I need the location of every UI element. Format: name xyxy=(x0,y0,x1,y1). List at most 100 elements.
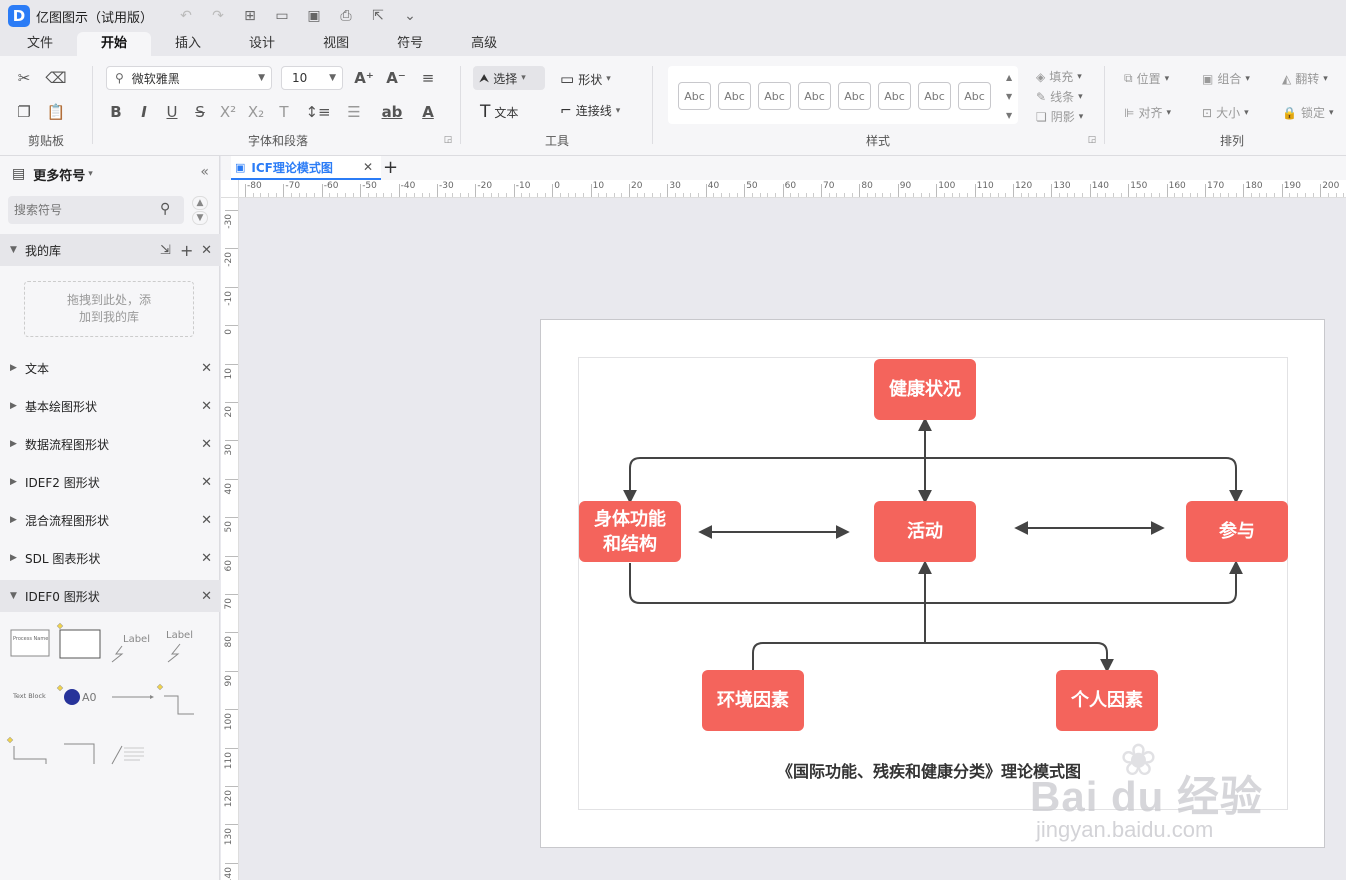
drawing-canvas[interactable]: 健康状况 身体功能 和结构 活动 参与 环境因素 个人因素 《国际功能、残疾和健… xyxy=(239,198,1346,880)
bullet-list-icon[interactable]: ☰ xyxy=(347,103,361,121)
category-mixed-flowchart-shapes[interactable]: ▶ 混合流程图形状 ✕ xyxy=(0,504,220,536)
node-activity[interactable]: 活动 xyxy=(874,501,976,562)
category-idef2-shapes[interactable]: ▶ IDEF2 图形状 ✕ xyxy=(0,466,220,498)
style-swatch-4[interactable]: Abc xyxy=(798,82,831,110)
line-spacing-icon[interactable]: ↕≡ xyxy=(305,103,331,121)
cut-icon[interactable]: ✂ xyxy=(17,69,31,87)
connector-environment-personal[interactable] xyxy=(752,642,1114,673)
shape-box-with-handle[interactable] xyxy=(56,622,101,659)
print-icon[interactable]: ⎙ xyxy=(340,8,352,24)
shape-text-block[interactable]: Text Block xyxy=(12,692,46,700)
bold-icon[interactable]: B xyxy=(110,103,122,121)
font-color-icon[interactable]: A xyxy=(422,103,434,121)
connector-bottom-loop[interactable] xyxy=(629,560,1243,604)
diagram-caption[interactable]: 《国际功能、残疾和健康分类》理论模式图 xyxy=(776,762,1081,781)
align-text-icon[interactable]: ≡ xyxy=(421,69,435,87)
tab-file[interactable]: 文件 xyxy=(27,36,54,51)
connector-top-loop[interactable] xyxy=(623,457,1243,504)
library-drop-zone[interactable]: 拖拽到此处，添 加到我的库 xyxy=(24,281,194,337)
copy-icon[interactable]: ❐ xyxy=(17,103,31,121)
fill-button[interactable]: ◈ 填充 ▾ xyxy=(1036,68,1088,85)
select-tool-button[interactable]: ⮝ 选择 ▾ xyxy=(473,66,545,90)
size-button[interactable]: ⊡ 大小 ▾ xyxy=(1202,104,1255,121)
shape-elbow-arrow-2[interactable] xyxy=(6,736,47,764)
node-body-functions[interactable]: 身体功能 和结构 xyxy=(579,501,681,562)
tab-view[interactable]: 视图 xyxy=(323,36,350,51)
shape-tool-button[interactable]: ▭ 形状 ▾ xyxy=(560,70,617,88)
import-icon[interactable]: ⇲ xyxy=(160,242,171,258)
font-family-select[interactable]: ⚲ 微软雅黑 ▼ xyxy=(106,66,272,90)
font-dialog-launcher-icon[interactable]: ◲ xyxy=(443,135,453,145)
node-personal-factors[interactable]: 个人因素 xyxy=(1056,670,1158,731)
shadow-button[interactable]: ❏ 阴影 ▾ xyxy=(1036,108,1089,125)
new-tab-icon[interactable]: + xyxy=(383,157,399,178)
export-icon[interactable]: ⇱ xyxy=(372,8,384,24)
category-sdl-shapes[interactable]: ▶ SDL 图表形状 ✕ xyxy=(0,542,220,574)
style-dialog-launcher-icon[interactable]: ◲ xyxy=(1087,135,1097,145)
symbol-search-input[interactable] xyxy=(8,196,184,224)
shape-label-arrow-1[interactable]: Label xyxy=(111,634,150,663)
tab-design[interactable]: 设计 xyxy=(249,36,276,51)
text-tool-button[interactable]: T 文本 xyxy=(480,102,518,122)
collapse-sidebar-icon[interactable]: « xyxy=(200,164,209,180)
close-icon[interactable]: ✕ xyxy=(201,550,212,566)
tab-insert[interactable]: 插入 xyxy=(175,36,202,51)
document-tab[interactable]: ▣ ICF理论模式图 ✕ xyxy=(231,156,381,180)
redo-icon[interactable]: ↷ xyxy=(212,8,224,24)
underline-icon[interactable]: U xyxy=(166,103,178,121)
text-case-icon[interactable]: T xyxy=(279,103,289,121)
style-swatch-8[interactable]: Abc xyxy=(958,82,991,110)
connector-tool-button[interactable]: ⌐ 连接线 ▾ xyxy=(560,102,626,119)
line-button[interactable]: ✎ 线条 ▾ xyxy=(1036,88,1089,105)
close-icon[interactable]: ✕ xyxy=(362,160,373,174)
close-icon[interactable]: ✕ xyxy=(201,398,212,414)
add-icon[interactable]: + xyxy=(180,240,194,260)
strikethrough-icon[interactable]: S xyxy=(195,103,205,121)
node-participation[interactable]: 参与 xyxy=(1186,501,1288,562)
shape-note-line[interactable] xyxy=(111,745,144,765)
style-swatch-6[interactable]: Abc xyxy=(878,82,911,110)
close-icon[interactable]: ✕ xyxy=(201,588,212,604)
highlight-color-icon[interactable]: ab xyxy=(381,103,403,121)
node-environmental-factors[interactable]: 环境因素 xyxy=(702,670,804,731)
increase-font-icon[interactable]: A⁺ xyxy=(354,69,374,87)
category-basic-shapes[interactable]: ▶ 基本绘图形状 ✕ xyxy=(0,390,220,422)
tab-symbols[interactable]: 符号 xyxy=(397,36,424,51)
format-painter-icon[interactable]: ⌫ xyxy=(45,69,67,87)
category-text[interactable]: ▶ 文本 ✕ xyxy=(0,352,220,384)
customize-dropdown-icon[interactable]: ⌄ xyxy=(404,8,416,24)
diagram-frame[interactable]: 健康状况 身体功能 和结构 活动 参与 环境因素 个人因素 《国际功能、残疾和健… xyxy=(578,357,1288,810)
category-idef0-shapes[interactable]: ▼ IDEF0 图形状 ✕ xyxy=(0,580,220,612)
undo-icon[interactable]: ↶ xyxy=(180,8,192,24)
shape-horizontal-arrow[interactable] xyxy=(112,695,154,699)
subscript-icon[interactable]: X₂ xyxy=(247,103,265,121)
italic-icon[interactable]: I xyxy=(141,103,147,121)
close-icon[interactable]: ✕ xyxy=(201,242,212,258)
shape-a0-node[interactable]: A0 xyxy=(56,684,97,705)
shape-elbow-arrow-3[interactable] xyxy=(64,743,95,764)
drawing-page[interactable]: 健康状况 身体功能 和结构 活动 参与 环境因素 个人因素 《国际功能、残疾和健… xyxy=(540,319,1325,848)
font-size-select[interactable]: 10 ▼ xyxy=(281,66,343,90)
gallery-scroll-icon[interactable]: ▲▼▼ xyxy=(1006,73,1013,120)
category-dataflow-shapes[interactable]: ▶ 数据流程图形状 ✕ xyxy=(0,428,220,460)
save-icon[interactable]: ▣ xyxy=(307,8,321,24)
close-icon[interactable]: ✕ xyxy=(201,360,212,376)
library-header[interactable]: ▤ 更多符号 ▾ xyxy=(0,156,220,192)
close-icon[interactable]: ✕ xyxy=(201,474,212,490)
new-file-icon[interactable]: ⊞ xyxy=(244,8,256,24)
style-swatch-7[interactable]: Abc xyxy=(918,82,951,110)
style-swatch-5[interactable]: Abc xyxy=(838,82,871,110)
group-button[interactable]: ▣ 组合 ▾ xyxy=(1202,70,1256,87)
flip-button[interactable]: ◭ 翻转 ▾ xyxy=(1282,70,1334,87)
style-swatch-1[interactable]: Abc xyxy=(678,82,711,110)
scroll-up-icon[interactable]: ▲ xyxy=(192,196,208,210)
shape-elbow-arrow-1[interactable] xyxy=(156,683,194,715)
style-swatch-2[interactable]: Abc xyxy=(718,82,751,110)
align-button[interactable]: ⊫ 对齐 ▾ xyxy=(1124,104,1177,121)
my-library-row[interactable]: ▼ 我的库 ⇲ + ✕ xyxy=(0,234,220,266)
scroll-down-icon[interactable]: ▼ xyxy=(192,211,208,225)
tab-advanced[interactable]: 高级 xyxy=(471,36,498,51)
search-icon[interactable]: ⚲ xyxy=(160,201,171,217)
